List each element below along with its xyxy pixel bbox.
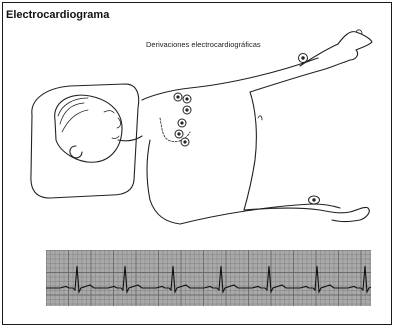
ecg-background: [46, 250, 371, 306]
arm-upper-lower-edge: [250, 62, 345, 92]
eye: [104, 111, 114, 113]
hair: [58, 98, 88, 132]
lower-arm: [180, 204, 340, 224]
right-arm-electrode: [299, 54, 308, 63]
nose: [117, 118, 121, 128]
ear: [70, 146, 82, 158]
chest-electrode-v5: [175, 130, 183, 138]
lower-hand: [320, 207, 369, 221]
chest-electrode-v3: [183, 106, 191, 114]
ecg-strip: [46, 250, 371, 306]
chest-electrode-v2: [183, 95, 191, 103]
chest-electrode-v1: [174, 93, 182, 101]
mouth: [112, 136, 119, 138]
lower-arm-inner: [244, 208, 320, 210]
chest-electrode-v4: [178, 119, 186, 127]
upper-hand: [338, 32, 372, 62]
chest-electrode-v6: [181, 138, 189, 146]
chest-mark: [258, 116, 262, 120]
left-arm-electrode: [309, 196, 320, 204]
torso-right-side: [244, 92, 256, 210]
patient-illustration: [0, 0, 396, 250]
torso-left-side: [147, 140, 180, 224]
